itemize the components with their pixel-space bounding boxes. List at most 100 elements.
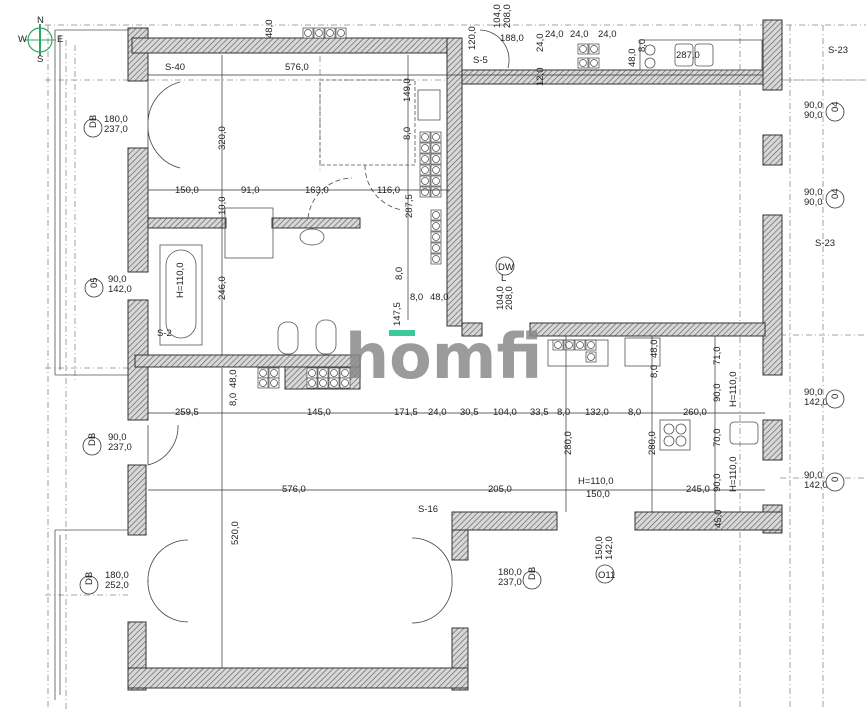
dimension-label: 320,0 — [217, 126, 228, 150]
dimension-label: 180,0 — [104, 114, 128, 125]
shower-tray — [224, 207, 274, 259]
dimension-label: H=110,0 — [728, 457, 739, 492]
cabinet-tile-mark — [565, 341, 573, 349]
cabinet-tile-mark — [432, 166, 440, 174]
cabinet-tile-mark — [326, 29, 334, 37]
cabinet-tile — [577, 43, 589, 55]
sink-top-right — [694, 43, 714, 67]
opening-tag-circle — [82, 436, 102, 456]
cabinet-tile-mark — [576, 341, 584, 349]
opening-tag: DB — [84, 572, 95, 585]
dimension-label: H=110,0 — [728, 372, 739, 407]
cabinet-tile-mark — [432, 177, 440, 185]
dimension-label: 24,0 — [535, 34, 546, 53]
cabinet-tile — [302, 27, 314, 39]
cabinet-tile-mark — [259, 369, 267, 377]
dimension-label: 8,0 — [557, 407, 570, 418]
cabinet-tile — [430, 175, 442, 187]
cabinet-tile-mark — [432, 211, 440, 219]
dimension-label: 142,0 — [804, 397, 828, 408]
dimension-label: 90,0 — [804, 470, 823, 481]
cabinet-tile — [430, 131, 442, 143]
sink — [729, 421, 759, 445]
dimension-label: 48,0 — [430, 292, 449, 303]
cabinet-tile-mark — [304, 29, 312, 37]
opening-tag-circle — [522, 570, 542, 590]
compass-icon: N W E S — [18, 15, 63, 65]
dimension-label: 90,0 — [108, 432, 127, 443]
dimension-label: 10,0 — [217, 197, 228, 216]
compass-west: W — [18, 34, 27, 45]
dimension-label: 237,0 — [104, 124, 128, 135]
doors — [147, 29, 510, 624]
cabinet-tile — [430, 220, 442, 232]
cabinet-tile-mark — [330, 369, 338, 377]
opening-tag: 04 — [830, 101, 841, 112]
dimension-label: 48,0 — [649, 340, 660, 359]
opening-tag-circle — [825, 189, 845, 209]
dimension-label: 104,0 — [495, 286, 506, 310]
dimension-label: 120,0 — [467, 26, 478, 50]
dimension-label: 8,0 — [228, 393, 239, 406]
cabinet-right — [624, 337, 661, 367]
cabinet-tile-mark — [579, 45, 587, 53]
cabinet-tile — [430, 186, 442, 198]
dimension-label: 576,0 — [282, 484, 306, 495]
washbasin — [299, 228, 325, 246]
opening-tag: DB — [527, 567, 538, 580]
dimension-label: 45,0 — [713, 510, 724, 529]
cabinet-tile-mark — [432, 244, 440, 252]
cabinet-tile-mark — [432, 133, 440, 141]
opening-tag-circle — [79, 575, 99, 595]
dimension-label: 90,0 — [804, 387, 823, 398]
dimension-label: 252,0 — [105, 580, 129, 591]
dimension-label: 71,0 — [712, 347, 723, 366]
dimension-label: 90,0 — [804, 197, 823, 208]
cabinet-tile-mark — [590, 45, 598, 53]
watermark-logo: homfi — [345, 320, 542, 393]
cabinet-tile-mark — [432, 155, 440, 163]
cabinet-tile-mark — [308, 369, 316, 377]
dimension-label: 576,0 — [285, 62, 309, 73]
cabinet-tile — [430, 231, 442, 243]
dimension-label: 237,0 — [498, 577, 522, 588]
dimension-label: 90,0 — [804, 110, 823, 121]
dimension-label: 149,0 — [402, 78, 413, 102]
dimension-label: 260,0 — [683, 407, 707, 418]
cabinet-tile-mark — [308, 379, 316, 387]
dimension-label: 116,0 — [377, 185, 400, 196]
watermark-text: homfi — [345, 320, 542, 393]
cabinet-tile-mark — [432, 188, 440, 196]
opening-tag-circle — [825, 102, 845, 122]
dimension-label: 48,0 — [627, 49, 638, 68]
toilet — [315, 319, 337, 355]
dimension-label: 8,0 — [402, 127, 413, 140]
cabinet-tile-mark — [341, 379, 349, 387]
opening-tag: 0 — [830, 477, 841, 482]
opening-tag: O11 — [598, 570, 615, 581]
dimension-label: 30,5 — [460, 407, 479, 418]
opening-tag: 04 — [830, 188, 841, 199]
cabinet-tile-mark — [432, 233, 440, 241]
dimension-label: 150,0 — [594, 536, 605, 560]
cabinet-tile-mark — [421, 133, 429, 141]
cabinet-tile-mark — [259, 379, 267, 387]
cabinet-tile-mark — [432, 255, 440, 263]
dimension-label: 24,0 — [545, 29, 564, 40]
opening-tag-circle — [83, 118, 103, 138]
dimension-label: 8,0 — [410, 292, 423, 303]
cabinet-tile — [419, 131, 431, 143]
cabinet-tile — [339, 377, 351, 389]
dimension-label: 24,0 — [428, 407, 447, 418]
dimension-label: 147,5 — [392, 302, 403, 326]
dimension-label: 208,0 — [502, 4, 513, 28]
dimension-label: S-5 — [473, 55, 488, 66]
dimension-label: 280,0 — [647, 431, 658, 455]
opening-tag: 05 — [89, 277, 100, 288]
cabinet-tile-mark — [590, 59, 598, 67]
dimension-label: 90,0 — [712, 384, 723, 403]
opening-tag-circle — [825, 472, 845, 492]
dimension-label: 8,0 — [628, 407, 641, 418]
